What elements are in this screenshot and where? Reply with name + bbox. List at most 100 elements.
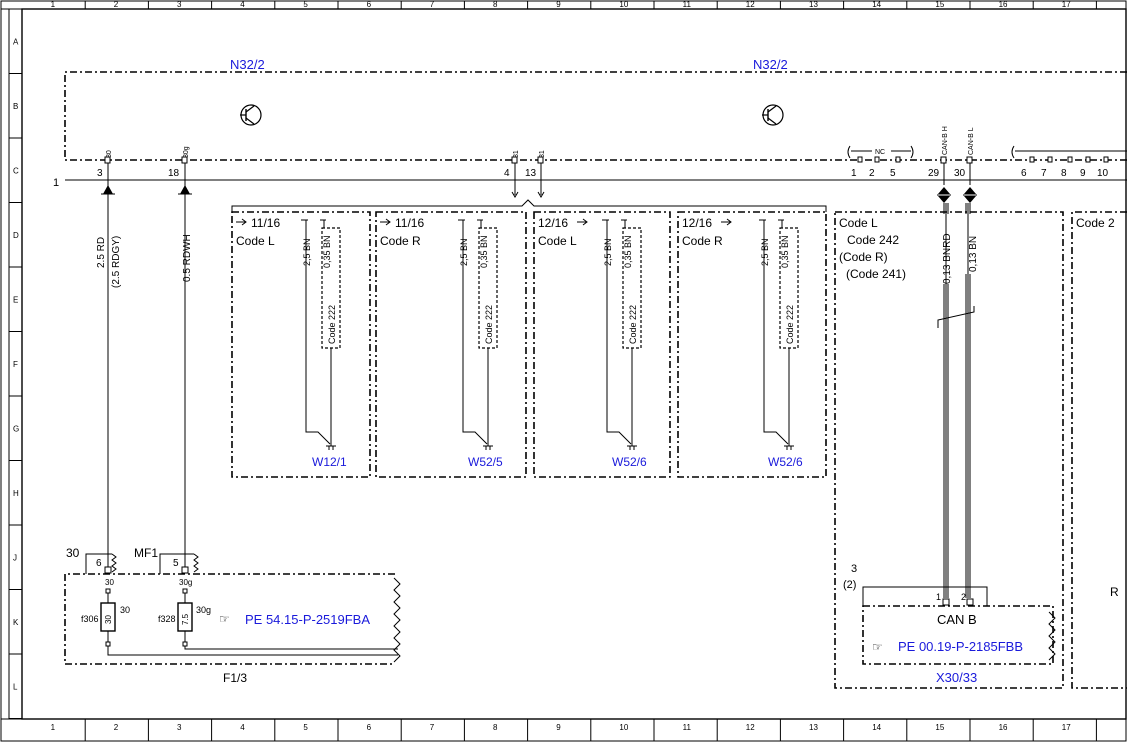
- fuse-block-f1-3: 30 MF1 6 5 30 30g 30 f306 30 7.5 f328 30…: [64, 546, 401, 685]
- can-connector-title: CAN B: [937, 612, 977, 627]
- fuse-sig-30: 30: [105, 578, 114, 587]
- wire-2-gauge: 0.5 RDWH: [182, 234, 193, 282]
- fuse-f306-id: f306: [81, 614, 99, 624]
- grid-column-label: 17: [1062, 723, 1071, 732]
- grid-labels: 1122334455667788991010111112121313141415…: [13, 0, 1071, 732]
- grid-column-label: 2: [114, 0, 119, 9]
- can-box-line2: Code 242: [847, 233, 899, 247]
- component-label-left: N32/2: [230, 57, 265, 72]
- grid-row-label: K: [13, 618, 19, 627]
- nc-label: NC: [875, 149, 885, 156]
- grid-column-label: 14: [872, 0, 881, 9]
- pin-29-number: 29: [928, 168, 940, 179]
- can-wires: 0,13 BNRD 0,13 BN: [930, 187, 982, 598]
- grid-row-label: E: [13, 295, 18, 304]
- can-box-line4: (Code 241): [846, 267, 906, 281]
- grid-column-label: 9: [556, 0, 561, 9]
- wire-1-gauge-alt: (2.5 RDGY): [111, 236, 122, 288]
- grid-column-label: 10: [619, 723, 628, 732]
- ground-w12-1: W12/1: [312, 455, 347, 469]
- grid-column-label: 3: [177, 723, 182, 732]
- pin-18: 30g 18: [168, 146, 190, 180]
- pin-13-signal: 31: [539, 150, 546, 158]
- ground-w52-6-left: W52/6: [612, 455, 647, 469]
- grid-column-label: 13: [809, 0, 818, 9]
- can-l-wire-label: 0,13 BN: [968, 236, 979, 272]
- sub-box-1-code: Code L: [236, 234, 275, 248]
- grid-column-label: 4: [240, 0, 245, 9]
- grid-column-label: 15: [935, 723, 944, 732]
- sub-box-2-code-b: Code 222: [484, 305, 494, 344]
- sub-box-1-ref: 11/16: [251, 216, 280, 230]
- grid-column-label: 12: [746, 0, 755, 9]
- sub-box-1-code-b: Code 222: [327, 305, 337, 344]
- fuse-pin-6: 6: [96, 558, 102, 569]
- grid-column-label: 16: [999, 0, 1008, 9]
- transistor-symbol-right: [762, 104, 784, 126]
- grid-column-label: 1: [51, 723, 56, 732]
- fuse-f306-term: 30: [120, 605, 130, 615]
- grid-ticks: [9, 1, 1097, 741]
- can-connector-pos-alt: (2): [843, 579, 856, 591]
- sub-box-3-wire-b: 0,35 BN: [623, 235, 633, 268]
- pointing-hand-icon-fuse: ☞: [219, 612, 230, 626]
- fuse-f306-rating: 30: [104, 615, 113, 624]
- fuse-f328-rating: 7.5: [181, 613, 190, 625]
- grid-column-label: 11: [683, 0, 692, 9]
- can-box-line1: Code L: [839, 216, 878, 230]
- pin-30-can-l: CAN-B L 30: [954, 127, 975, 185]
- drawing-area: [21, 8, 1127, 720]
- grid-column-label: 12: [746, 723, 755, 732]
- pin-3: 30 3: [97, 150, 113, 180]
- grid-column-label: 3: [177, 0, 182, 9]
- grid-row-label: C: [13, 166, 19, 175]
- sub-box-1-wire-b: 0,35 BN: [322, 235, 332, 268]
- can-connector-pin-1: 1: [936, 592, 941, 602]
- ground-w52-5: W52/5: [468, 455, 503, 469]
- grid-column-label: 11: [683, 723, 692, 732]
- ground-w52-6-right: W52/6: [768, 455, 803, 469]
- grid-column-label: 2: [114, 723, 119, 732]
- grid-column-label: 6: [367, 0, 372, 9]
- grid-column-label: 16: [999, 723, 1008, 732]
- nc-pin-5: 5: [890, 168, 896, 179]
- fuse-ref-link[interactable]: PE 54.15-P-2519FBA: [245, 612, 370, 627]
- fuse-block-name: F1/3: [223, 671, 247, 685]
- pin-4: 31 4: [504, 150, 520, 198]
- pin-29-signal: CAN-B H: [942, 126, 949, 155]
- wire-18-feed: 0.5 RDWH: [178, 180, 193, 567]
- grid-column-label: 1: [51, 0, 56, 9]
- fuse-f328-term: 30g: [196, 605, 211, 615]
- sub-box-2: 11/16 Code R 2,5 BN 0,35 BN Code 222 W52…: [375, 211, 527, 478]
- grid-column-label: 7: [430, 723, 435, 732]
- sub-box-2-ref: 11/16: [395, 216, 424, 230]
- pin-18-number: 18: [168, 168, 180, 179]
- sub-box-4: 12/16 Code R 2,5 BN 0,35 BN Code 222 W52…: [677, 211, 827, 478]
- right-pin-9: 9: [1080, 168, 1086, 179]
- wire-3-feed: 2.5 RD (2.5 RDGY): [96, 180, 122, 567]
- grid-row-label: F: [13, 360, 18, 369]
- fuse-sig-30g: 30g: [179, 578, 192, 587]
- grid-column-label: 13: [809, 723, 818, 732]
- right-pin-10: 10: [1097, 168, 1109, 179]
- grid-row-label: L: [13, 682, 18, 691]
- can-connector-ref-link[interactable]: PE 00.19-P-2185FBB: [898, 639, 1023, 654]
- fuse-term-mf1-label: MF1: [134, 546, 158, 560]
- right-pin-group: 6 7 8 9 10: [1011, 145, 1127, 179]
- grid-column-label: 8: [493, 0, 498, 9]
- grid-row-label: B: [13, 102, 18, 111]
- fuse-f328-id: f328: [158, 614, 176, 624]
- grid-column-label: 14: [872, 723, 881, 732]
- sub-box-3-ref: 12/16: [538, 216, 568, 230]
- can-connector-pin-2: 2: [961, 592, 966, 602]
- can-connector-pos: 3: [851, 563, 857, 575]
- grid-column-label: 17: [1062, 0, 1071, 9]
- grid-column-label: 5: [303, 723, 308, 732]
- fuse-pin-5: 5: [173, 558, 179, 569]
- sub-box-4-ref: 12/16: [682, 216, 712, 230]
- fuse-term-30-label: 30: [66, 546, 80, 560]
- sub-box-4-wire-a: 2,5 BN: [760, 238, 770, 266]
- n32-2-housing: [64, 71, 1127, 161]
- pin-3-number: 3: [97, 168, 103, 179]
- transistor-symbol-left: [240, 104, 262, 126]
